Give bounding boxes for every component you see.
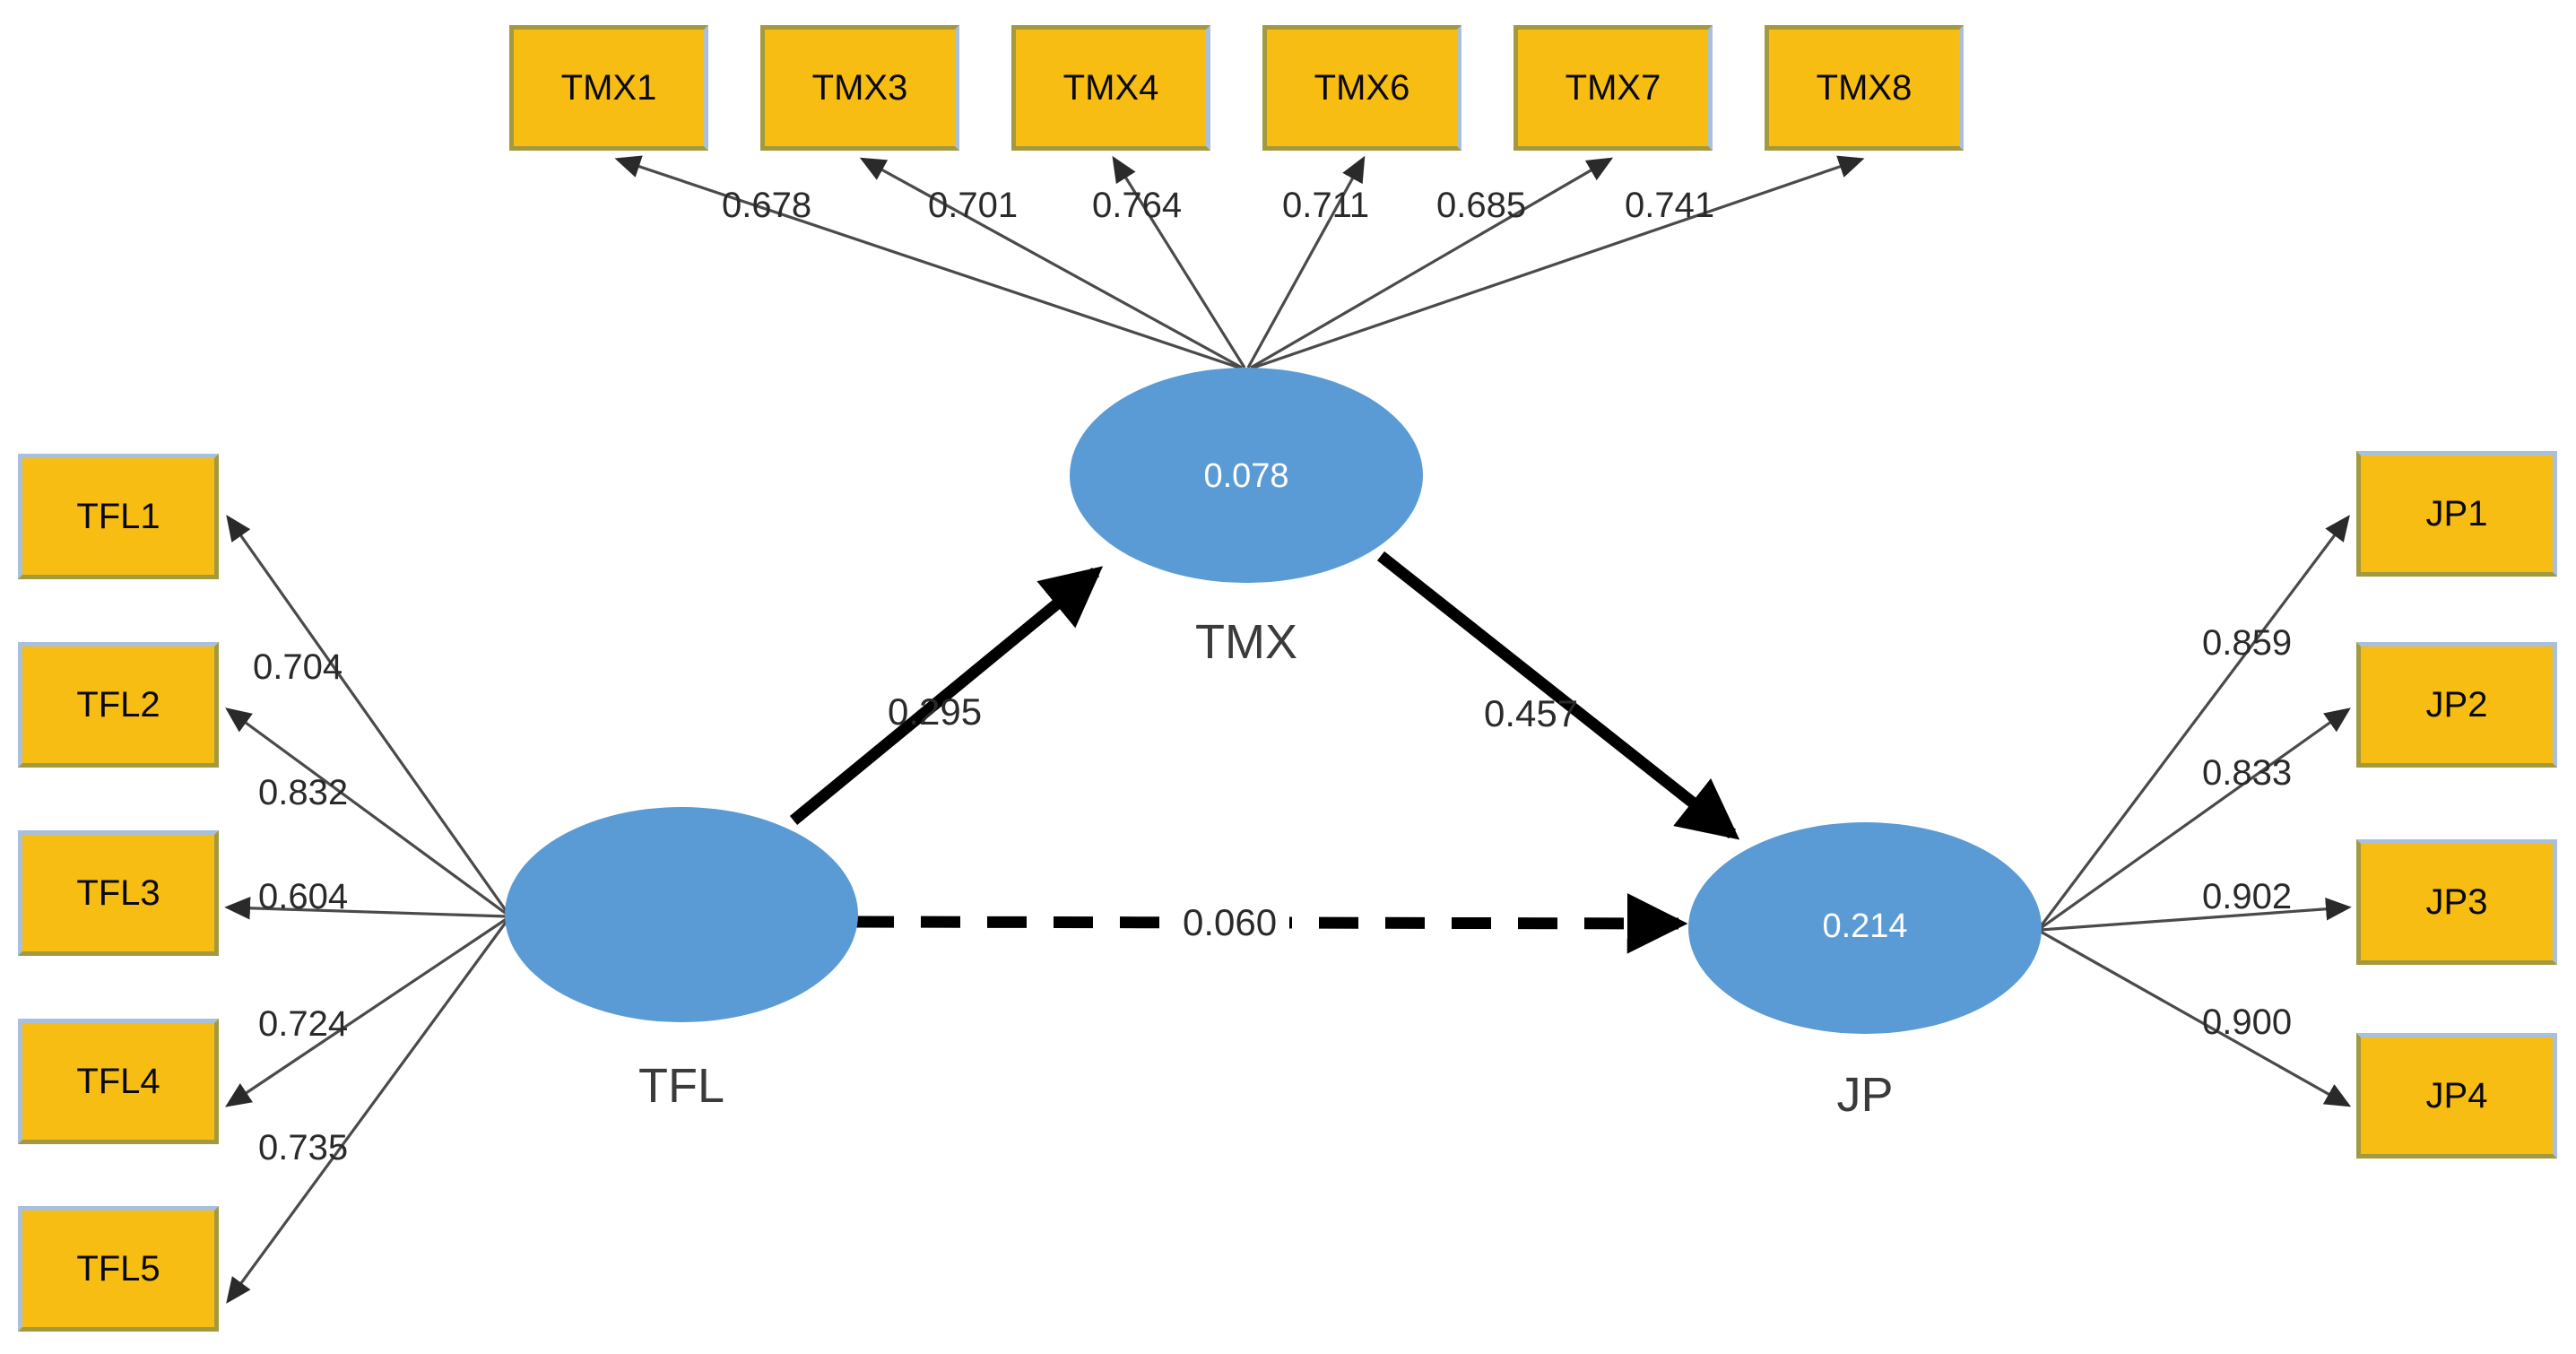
construct-label-jp: JP: [1836, 1068, 1894, 1122]
loading-arrow-tmx3: [859, 157, 1243, 369]
construct-label-tfl: TFL: [637, 1059, 724, 1113]
loading-label-tfl1: 0.704: [253, 647, 343, 687]
tmx-measurement-arrows: [614, 155, 1865, 369]
r2-value-jp: 0.214: [1822, 907, 1908, 945]
construct-ellipse-jp[interactable]: [1688, 822, 2042, 1034]
indicator-box-tmx3[interactable]: TMX3: [760, 25, 959, 151]
loading-label-tfl2: 0.832: [258, 773, 349, 812]
indicator-box-tmx1[interactable]: TMX1: [509, 25, 708, 151]
loading-label-tfl4: 0.724: [258, 1004, 349, 1044]
loading-label-jp4: 0.900: [2202, 1002, 2293, 1042]
loading-label-tmx8: 0.741: [1625, 186, 1715, 225]
construct-label-tmx: TMX: [1195, 615, 1297, 669]
indicator-box-jp1[interactable]: JP1: [2356, 451, 2557, 577]
loading-label-tmx1: 0.678: [722, 186, 812, 225]
loading-label-tfl5: 0.735: [258, 1128, 349, 1167]
loading-arrow-tfl3: [224, 896, 508, 920]
tfl-measurement-arrows: [224, 515, 509, 1304]
construct-ellipse-tmx[interactable]: [1070, 368, 1423, 583]
loading-arrow-jp3: [2040, 897, 2352, 932]
path-coefficient-tfl-jp: 0.060: [1170, 901, 1290, 944]
indicator-box-tfl4[interactable]: TFL4: [18, 1019, 219, 1144]
indicator-box-tfl2[interactable]: TFL2: [18, 642, 219, 768]
indicator-box-jp2[interactable]: JP2: [2356, 642, 2557, 768]
loading-arrow-jp2: [2040, 707, 2351, 930]
indicator-box-tfl5[interactable]: TFL5: [18, 1206, 219, 1332]
loading-arrow-jp4: [2040, 930, 2352, 1107]
path-tmx-to-jp: [1376, 551, 1740, 840]
loading-label-jp1: 0.859: [2202, 623, 2293, 663]
r2-value-tmx: 0.078: [1203, 457, 1289, 495]
indicator-box-tfl3[interactable]: TFL3: [18, 830, 219, 956]
indicator-box-jp3[interactable]: JP3: [2356, 839, 2557, 965]
indicator-box-jp4[interactable]: JP4: [2356, 1033, 2557, 1159]
loading-arrow-tmx1: [614, 155, 1240, 369]
loading-label-tfl3: 0.604: [258, 877, 349, 916]
loading-arrow-tfl1: [226, 515, 509, 914]
loading-label-tmx6: 0.711: [1282, 186, 1370, 225]
loading-arrow-tfl5: [226, 919, 509, 1304]
loading-arrow-tmx7: [1250, 157, 1614, 369]
indicator-box-tmx6[interactable]: TMX6: [1262, 25, 1461, 151]
loading-label-tmx4: 0.764: [1092, 186, 1183, 225]
loading-label-jp3: 0.902: [2202, 877, 2293, 916]
construct-ellipse-tfl[interactable]: [505, 807, 858, 1022]
loading-label-tmx7: 0.685: [1436, 186, 1527, 225]
jp-measurement-arrows: [2039, 515, 2352, 1107]
loading-arrow-tmx8: [1253, 155, 1865, 369]
indicator-box-tfl1[interactable]: TFL1: [18, 454, 219, 579]
loading-arrow-tmx4: [1112, 155, 1246, 369]
loading-arrow-tfl2: [225, 707, 508, 916]
path-coefficient-tfl-tmx: 0.295: [888, 690, 983, 733]
loading-label-jp2: 0.833: [2202, 753, 2293, 793]
indicator-box-tmx7[interactable]: TMX7: [1514, 25, 1713, 151]
path-tfl-to-tmx: [789, 566, 1104, 826]
loading-arrow-tfl4: [225, 916, 508, 1107]
loading-label-tmx3: 0.701: [928, 186, 1019, 225]
loading-arrow-jp1: [2039, 515, 2350, 927]
path-coefficient-tmx-jp: 0.457: [1484, 692, 1579, 734]
indicator-box-tmx4[interactable]: TMX4: [1011, 25, 1210, 151]
loading-arrow-tmx6: [1246, 155, 1366, 369]
indicator-box-tmx8[interactable]: TMX8: [1765, 25, 1964, 151]
